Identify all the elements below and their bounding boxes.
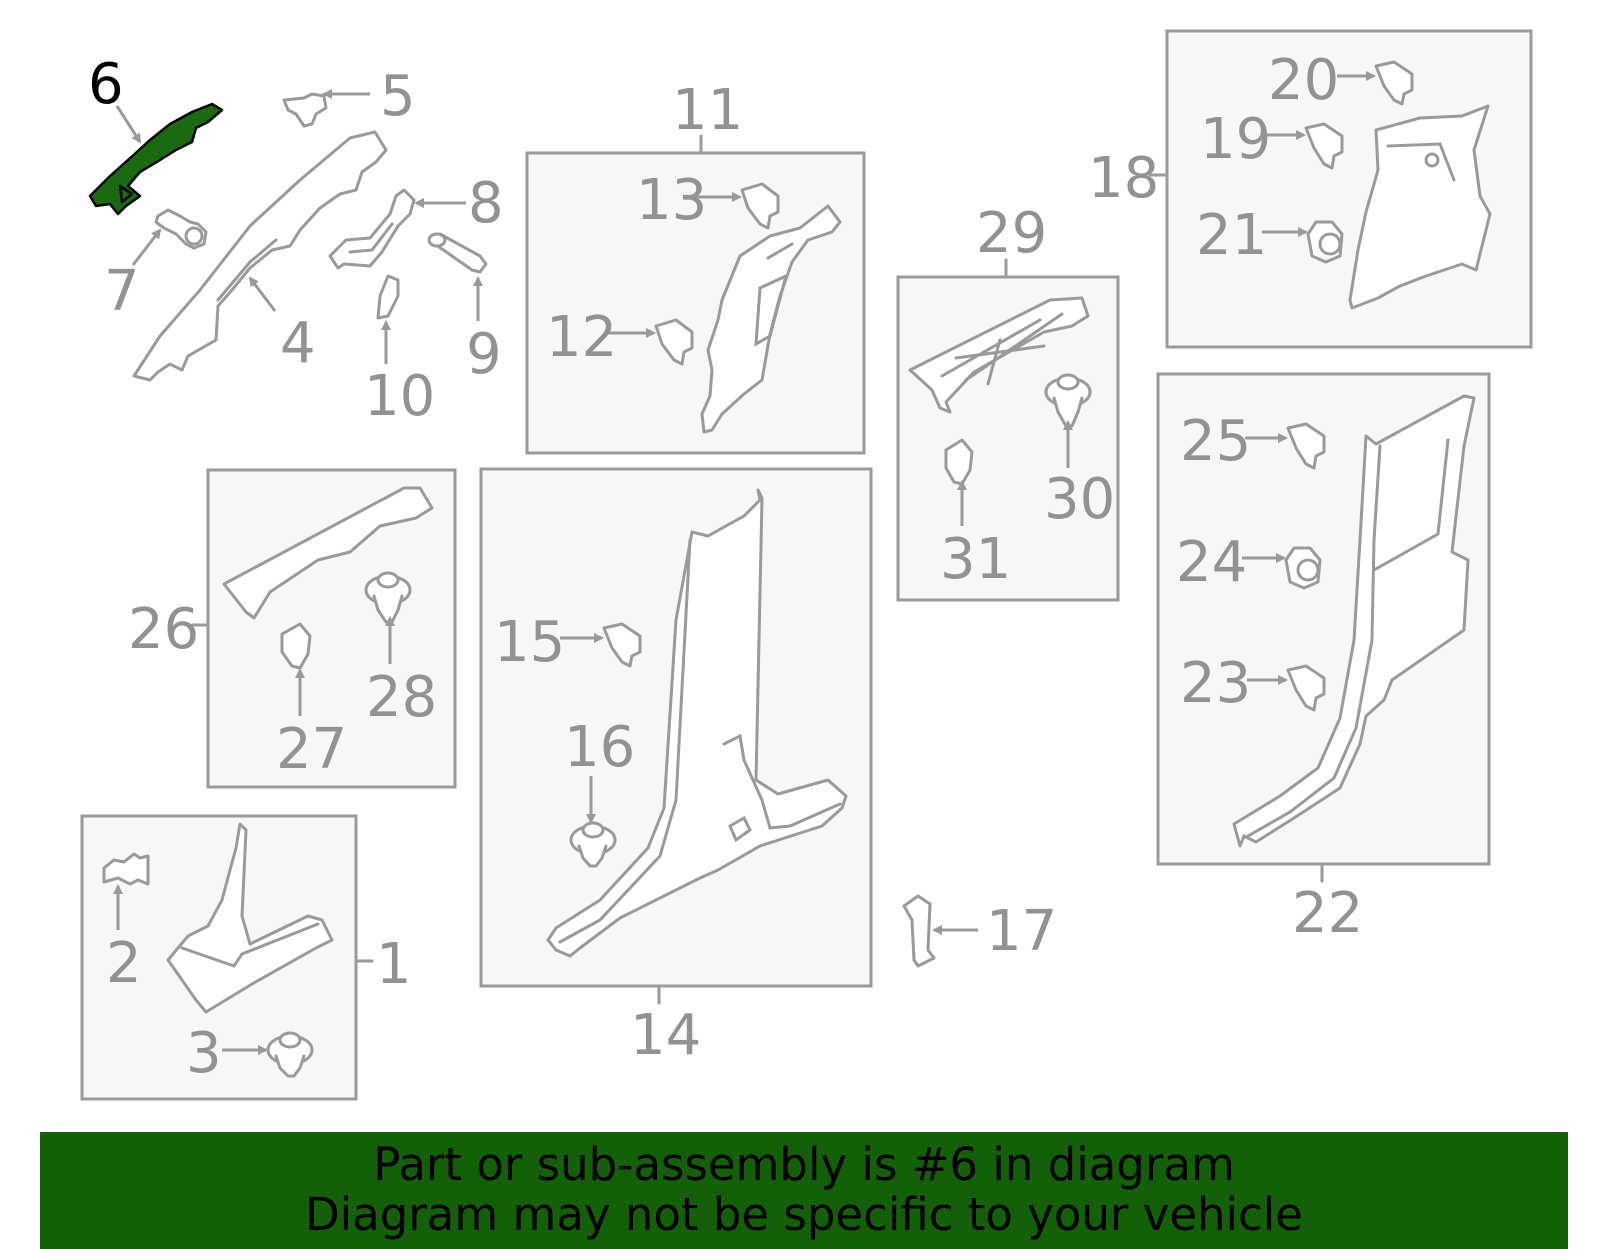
label-10: 10 [364,364,435,429]
part-6-highlighted[interactable] [88,102,224,216]
part-31-clip[interactable] [944,438,974,486]
part-2-clip[interactable] [102,852,150,886]
part-19-clip[interactable] [1304,122,1344,170]
group-box-11 [525,151,866,455]
banner-line-2: Diagram may not be specific to your vehi… [305,1188,1303,1241]
label-13: 13 [636,168,707,233]
label-1: 1 [376,932,412,997]
label-29: 29 [976,201,1047,266]
part-27-clip[interactable] [280,622,312,670]
label-18: 18 [1088,146,1159,211]
label-23: 23 [1180,651,1251,716]
label-28: 28 [366,665,437,730]
part-13-clip[interactable] [740,182,780,230]
label-9: 9 [466,322,502,387]
info-banner: Part or sub-assembly is #6 in diagram Di… [40,1132,1568,1249]
part-15-clip[interactable] [602,622,642,668]
part-8-grab-handle[interactable] [328,188,416,270]
part-10-clip[interactable] [376,274,400,320]
label-3: 3 [186,1021,222,1086]
label-6: 6 [88,52,124,117]
label-27: 27 [276,717,347,782]
label-15: 15 [494,610,565,675]
label-31: 31 [940,527,1011,592]
label-19: 19 [1200,107,1271,172]
part-14-b-pillar-lower[interactable] [546,488,848,958]
label-22: 22 [1292,881,1363,946]
part-1-kick-panel[interactable] [166,822,334,1014]
label-7: 7 [104,259,140,324]
part-23-clip[interactable] [1286,664,1326,712]
label-25: 25 [1180,409,1251,474]
part-7-bolt[interactable] [154,208,208,250]
part-18-quarter-trim[interactable] [1348,104,1492,310]
label-11: 11 [672,78,743,143]
part-5-clip[interactable] [282,92,328,128]
part-17-clip[interactable] [902,894,936,968]
label-21: 21 [1196,203,1267,268]
part-12-clip[interactable] [654,318,694,366]
part-25-clip[interactable] [1286,422,1326,470]
part-21-push-pin[interactable] [1306,220,1344,264]
part-3-push-pin[interactable] [266,1031,314,1078]
part-16-push-pin[interactable] [569,821,617,868]
part-9-pin[interactable] [427,232,488,274]
label-5: 5 [380,64,416,129]
label-16: 16 [564,715,635,780]
part-11-b-pillar-upper[interactable] [700,204,842,434]
part-26-scuff-plate[interactable] [222,486,434,620]
part-22-c-pillar-trim[interactable] [1232,394,1476,848]
label-14: 14 [630,1003,701,1068]
label-24: 24 [1176,530,1247,595]
part-20-clip[interactable] [1374,60,1414,106]
group-box-26 [206,468,457,789]
part-24-push-pin[interactable] [1284,546,1322,590]
label-20: 20 [1268,48,1339,113]
label-30: 30 [1044,467,1115,532]
label-4: 4 [280,311,316,376]
banner-line-1: Part or sub-assembly is #6 in diagram [373,1138,1235,1191]
part-4-pillar-trim[interactable] [132,130,388,382]
label-8: 8 [468,171,504,236]
part-28-push-pin[interactable] [364,571,412,624]
label-26: 26 [128,597,199,662]
label-12: 12 [546,305,617,370]
label-17: 17 [986,899,1057,964]
label-2: 2 [106,931,142,996]
